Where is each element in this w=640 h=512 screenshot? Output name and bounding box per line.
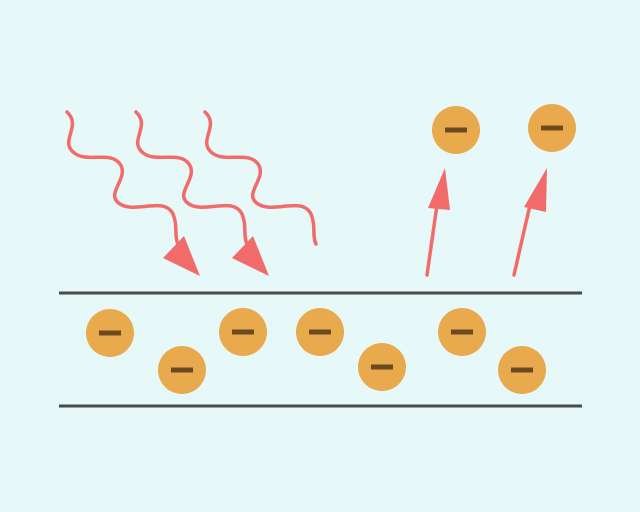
metal-plate: [59, 291, 582, 408]
incoming-light-rays: [65, 110, 318, 276]
electron: [438, 308, 486, 356]
light-ray-1: [65, 110, 200, 276]
ejection-arrow-shaft: [512, 203, 532, 277]
negative-sign: [171, 367, 193, 373]
ejection-arrow-shaft: [425, 203, 439, 277]
ejected-electron: [528, 104, 576, 152]
light-wave-path: [65, 110, 180, 246]
electron: [358, 343, 406, 391]
electrons-in-metal: [86, 308, 546, 394]
negative-sign: [511, 367, 533, 373]
negative-sign: [541, 125, 563, 131]
negative-sign: [371, 364, 393, 370]
ejection-arrows: [425, 168, 547, 277]
electron: [158, 346, 206, 394]
light-wave-path: [134, 110, 249, 246]
ejection-arrow-1: [425, 168, 450, 277]
negative-sign: [232, 329, 254, 335]
ejection-arrow-2: [512, 168, 547, 277]
negative-sign: [99, 330, 121, 336]
electron: [296, 308, 344, 356]
ejection-arrowhead: [428, 168, 450, 210]
electron: [498, 346, 546, 394]
electron: [86, 309, 134, 357]
ejected-electrons: [432, 104, 576, 154]
negative-sign: [445, 127, 467, 133]
light-arrowhead: [232, 236, 269, 276]
electron: [219, 308, 267, 356]
light-ray-2: [134, 110, 269, 276]
light-ray-3: [203, 110, 318, 246]
ejection-arrowhead: [524, 168, 547, 212]
light-arrowhead: [163, 236, 200, 276]
negative-sign: [451, 329, 473, 335]
ejected-electron: [432, 106, 480, 154]
light-wave-path: [203, 110, 318, 246]
negative-sign: [309, 329, 331, 335]
